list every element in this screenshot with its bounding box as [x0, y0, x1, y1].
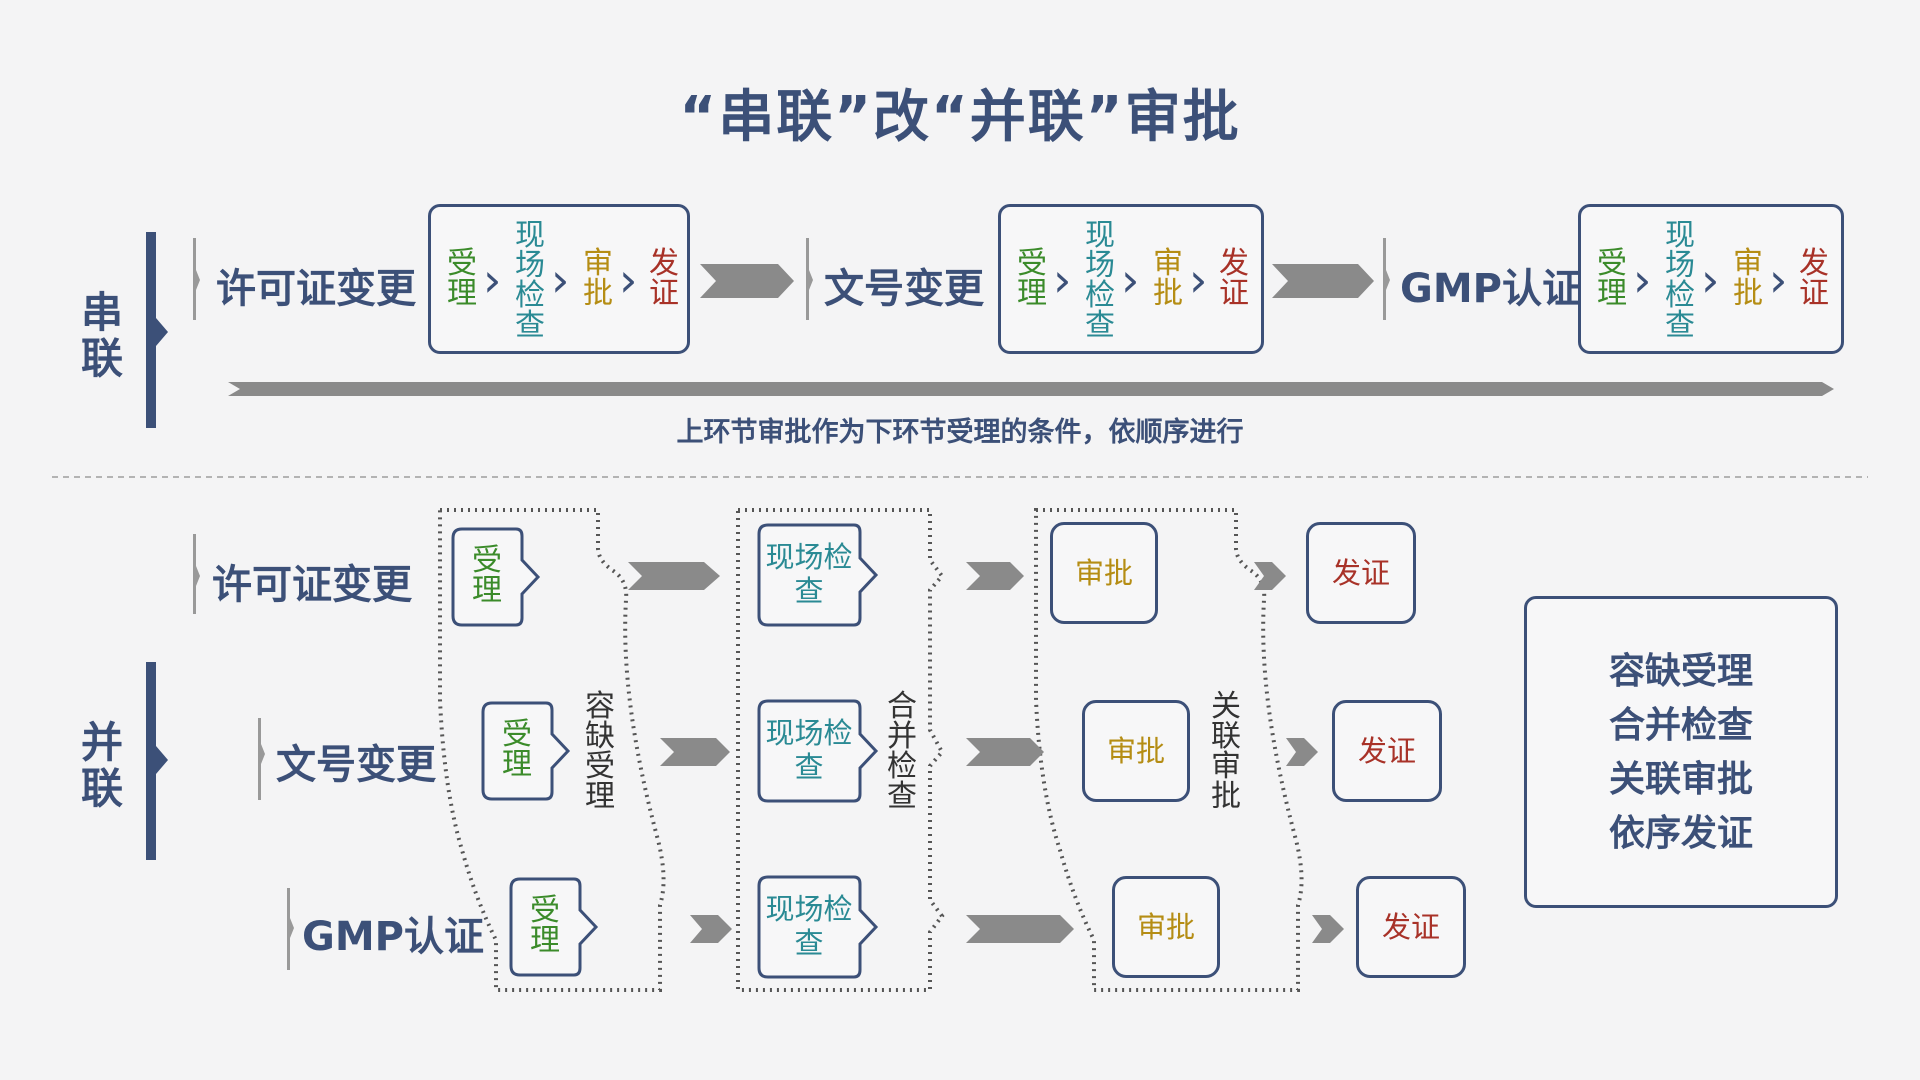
serial-group-name: 许可证变更: [216, 266, 416, 312]
arrow-icon: [700, 264, 794, 298]
parallel-row-name: 文号变更: [276, 742, 436, 788]
step-accept: 受理: [447, 246, 477, 311]
inspect-text: 现场检查: [765, 716, 853, 784]
arrow-icon: [1312, 915, 1344, 943]
summary-box: 容缺受理 合并检查 关联审批 依序发证: [1524, 596, 1838, 908]
sequence-note: 上环节审批作为下环节受理的条件，依顺序进行: [676, 417, 1244, 448]
arrow-icon: [1272, 264, 1374, 298]
step-approve: 审批: [1153, 246, 1183, 311]
issue-box: 发证: [1306, 522, 1416, 624]
serial-group-name: GMP认证: [1400, 266, 1582, 312]
group-label-approve: 关联审批: [1211, 689, 1241, 814]
chevron-right-icon: ›: [483, 253, 502, 307]
sequence-arrow-icon: [228, 382, 1834, 396]
inspect-box: [757, 875, 879, 979]
page-title: “串联”改“并联”审批: [679, 85, 1241, 150]
summary-item: 依序发证: [1608, 813, 1753, 854]
step-issue: 发证: [649, 246, 679, 311]
step-approve: 审批: [1733, 246, 1763, 311]
step-accept: 受理: [1597, 246, 1627, 311]
summary-item: 容缺受理: [1608, 651, 1753, 692]
step-inspect: 现场检查: [1665, 218, 1695, 343]
arrow-icon: [690, 915, 732, 943]
chevron-right-icon: ›: [1633, 253, 1652, 307]
inspect-box: [757, 699, 879, 803]
group-label-inspect: 合并检查: [887, 689, 917, 814]
parallel-bracket-icon: [146, 662, 168, 860]
step-approve: 审批: [583, 246, 613, 311]
chevron-right-icon: ›: [1121, 253, 1140, 307]
step-inspect: 现场检查: [515, 218, 545, 343]
summary-item: 合并检查: [1608, 705, 1753, 746]
group-outlines: [438, 508, 1304, 992]
accept-box: [451, 527, 541, 627]
chevron-right-icon: ›: [1189, 253, 1208, 307]
arrow-icon: [966, 915, 1074, 943]
summary-item: 关联审批: [1608, 759, 1753, 800]
step-accept: 受理: [1017, 246, 1047, 311]
arrow-icon: [1286, 738, 1318, 766]
step-issue: 发证: [1219, 246, 1249, 311]
chevron-right-icon: ›: [1701, 253, 1720, 307]
arrow-icon: [966, 562, 1024, 590]
approve-box: 审批: [1112, 876, 1220, 978]
step-inspect: 现场检查: [1085, 218, 1115, 343]
parallel-row-name: GMP认证: [302, 914, 484, 960]
chevron-right-icon: ›: [551, 253, 570, 307]
serial-arrows: [700, 264, 1374, 298]
chevron-right-icon: ›: [1053, 253, 1072, 307]
serial-process-box: 受理 › 现场检查 › 审批 › 发证: [998, 204, 1264, 354]
inspect-text: 现场检查: [765, 540, 853, 608]
step-issue: 发证: [1799, 246, 1829, 311]
accept-text: 受理: [502, 717, 532, 782]
accept-text: 受理: [530, 893, 560, 958]
approve-box: 审批: [1050, 522, 1158, 624]
serial-process-box: 受理 › 现场检查 › 审批 › 发证: [428, 204, 690, 354]
parallel-row-name: 许可证变更: [212, 562, 412, 608]
accept-box: [481, 701, 571, 801]
arrow-icon: [966, 738, 1044, 766]
chevron-right-icon: ›: [619, 253, 638, 307]
issue-box: 发证: [1332, 700, 1442, 802]
serial-group-name: 文号变更: [824, 266, 984, 312]
issue-box: 发证: [1356, 876, 1466, 978]
serial-bracket-icon: [146, 232, 168, 428]
accept-box: [509, 877, 599, 977]
chevron-right-icon: ›: [1769, 253, 1788, 307]
arrow-icon: [660, 738, 730, 766]
serial-label: 串 联: [80, 288, 123, 383]
group-label-accept: 容缺受理: [585, 689, 615, 814]
inspect-text: 现场检查: [765, 892, 853, 960]
approve-box: 审批: [1082, 700, 1190, 802]
serial-process-box: 受理 › 现场检查 › 审批 › 发证: [1578, 204, 1844, 354]
arrow-icon: [1254, 562, 1286, 590]
parallel-arrows: [628, 562, 1344, 943]
accept-text: 受理: [472, 543, 502, 608]
arrow-icon: [628, 562, 720, 590]
parallel-label: 并 联: [80, 718, 123, 813]
inspect-box: [757, 523, 879, 627]
